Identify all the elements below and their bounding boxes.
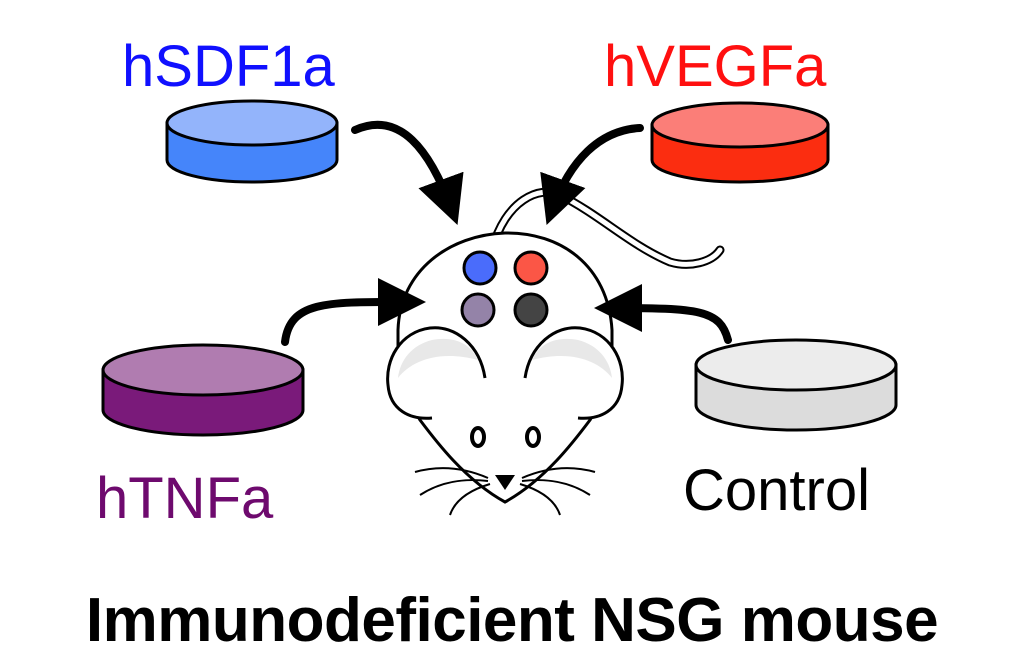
dish-htnfa <box>101 343 305 437</box>
spot-hvegfa <box>513 250 549 286</box>
diagram-title: Immunodeficient NSG mouse <box>85 586 939 655</box>
spot-hsdf1a <box>462 250 498 286</box>
mouse-right-ear <box>523 326 624 420</box>
mouse-tail <box>487 187 725 269</box>
mouse-illustration <box>386 231 624 516</box>
mouse-left-eye <box>470 426 486 448</box>
spot-control <box>513 292 549 328</box>
spot-htnfa <box>460 292 496 328</box>
mouse-left-ear <box>386 326 487 420</box>
label-hvegfa: hVEGFa <box>604 34 827 99</box>
mouse-right-eye <box>525 426 541 448</box>
label-hsdf1a: hSDF1a <box>122 34 335 99</box>
label-control: Control <box>683 458 870 523</box>
mouse-whiskers <box>414 467 596 516</box>
arrow-hvegfa <box>540 124 644 226</box>
label-htnfa: hTNFa <box>96 466 274 531</box>
arrow-hsdf1a <box>351 120 464 226</box>
arrow-htnfa <box>281 277 426 346</box>
dish-hsdf1a <box>165 99 339 184</box>
mouse-nose <box>495 475 515 490</box>
arrows <box>281 120 732 346</box>
arrow-control <box>594 284 732 344</box>
dish-control <box>694 338 898 432</box>
dish-hvegfa <box>650 101 830 184</box>
